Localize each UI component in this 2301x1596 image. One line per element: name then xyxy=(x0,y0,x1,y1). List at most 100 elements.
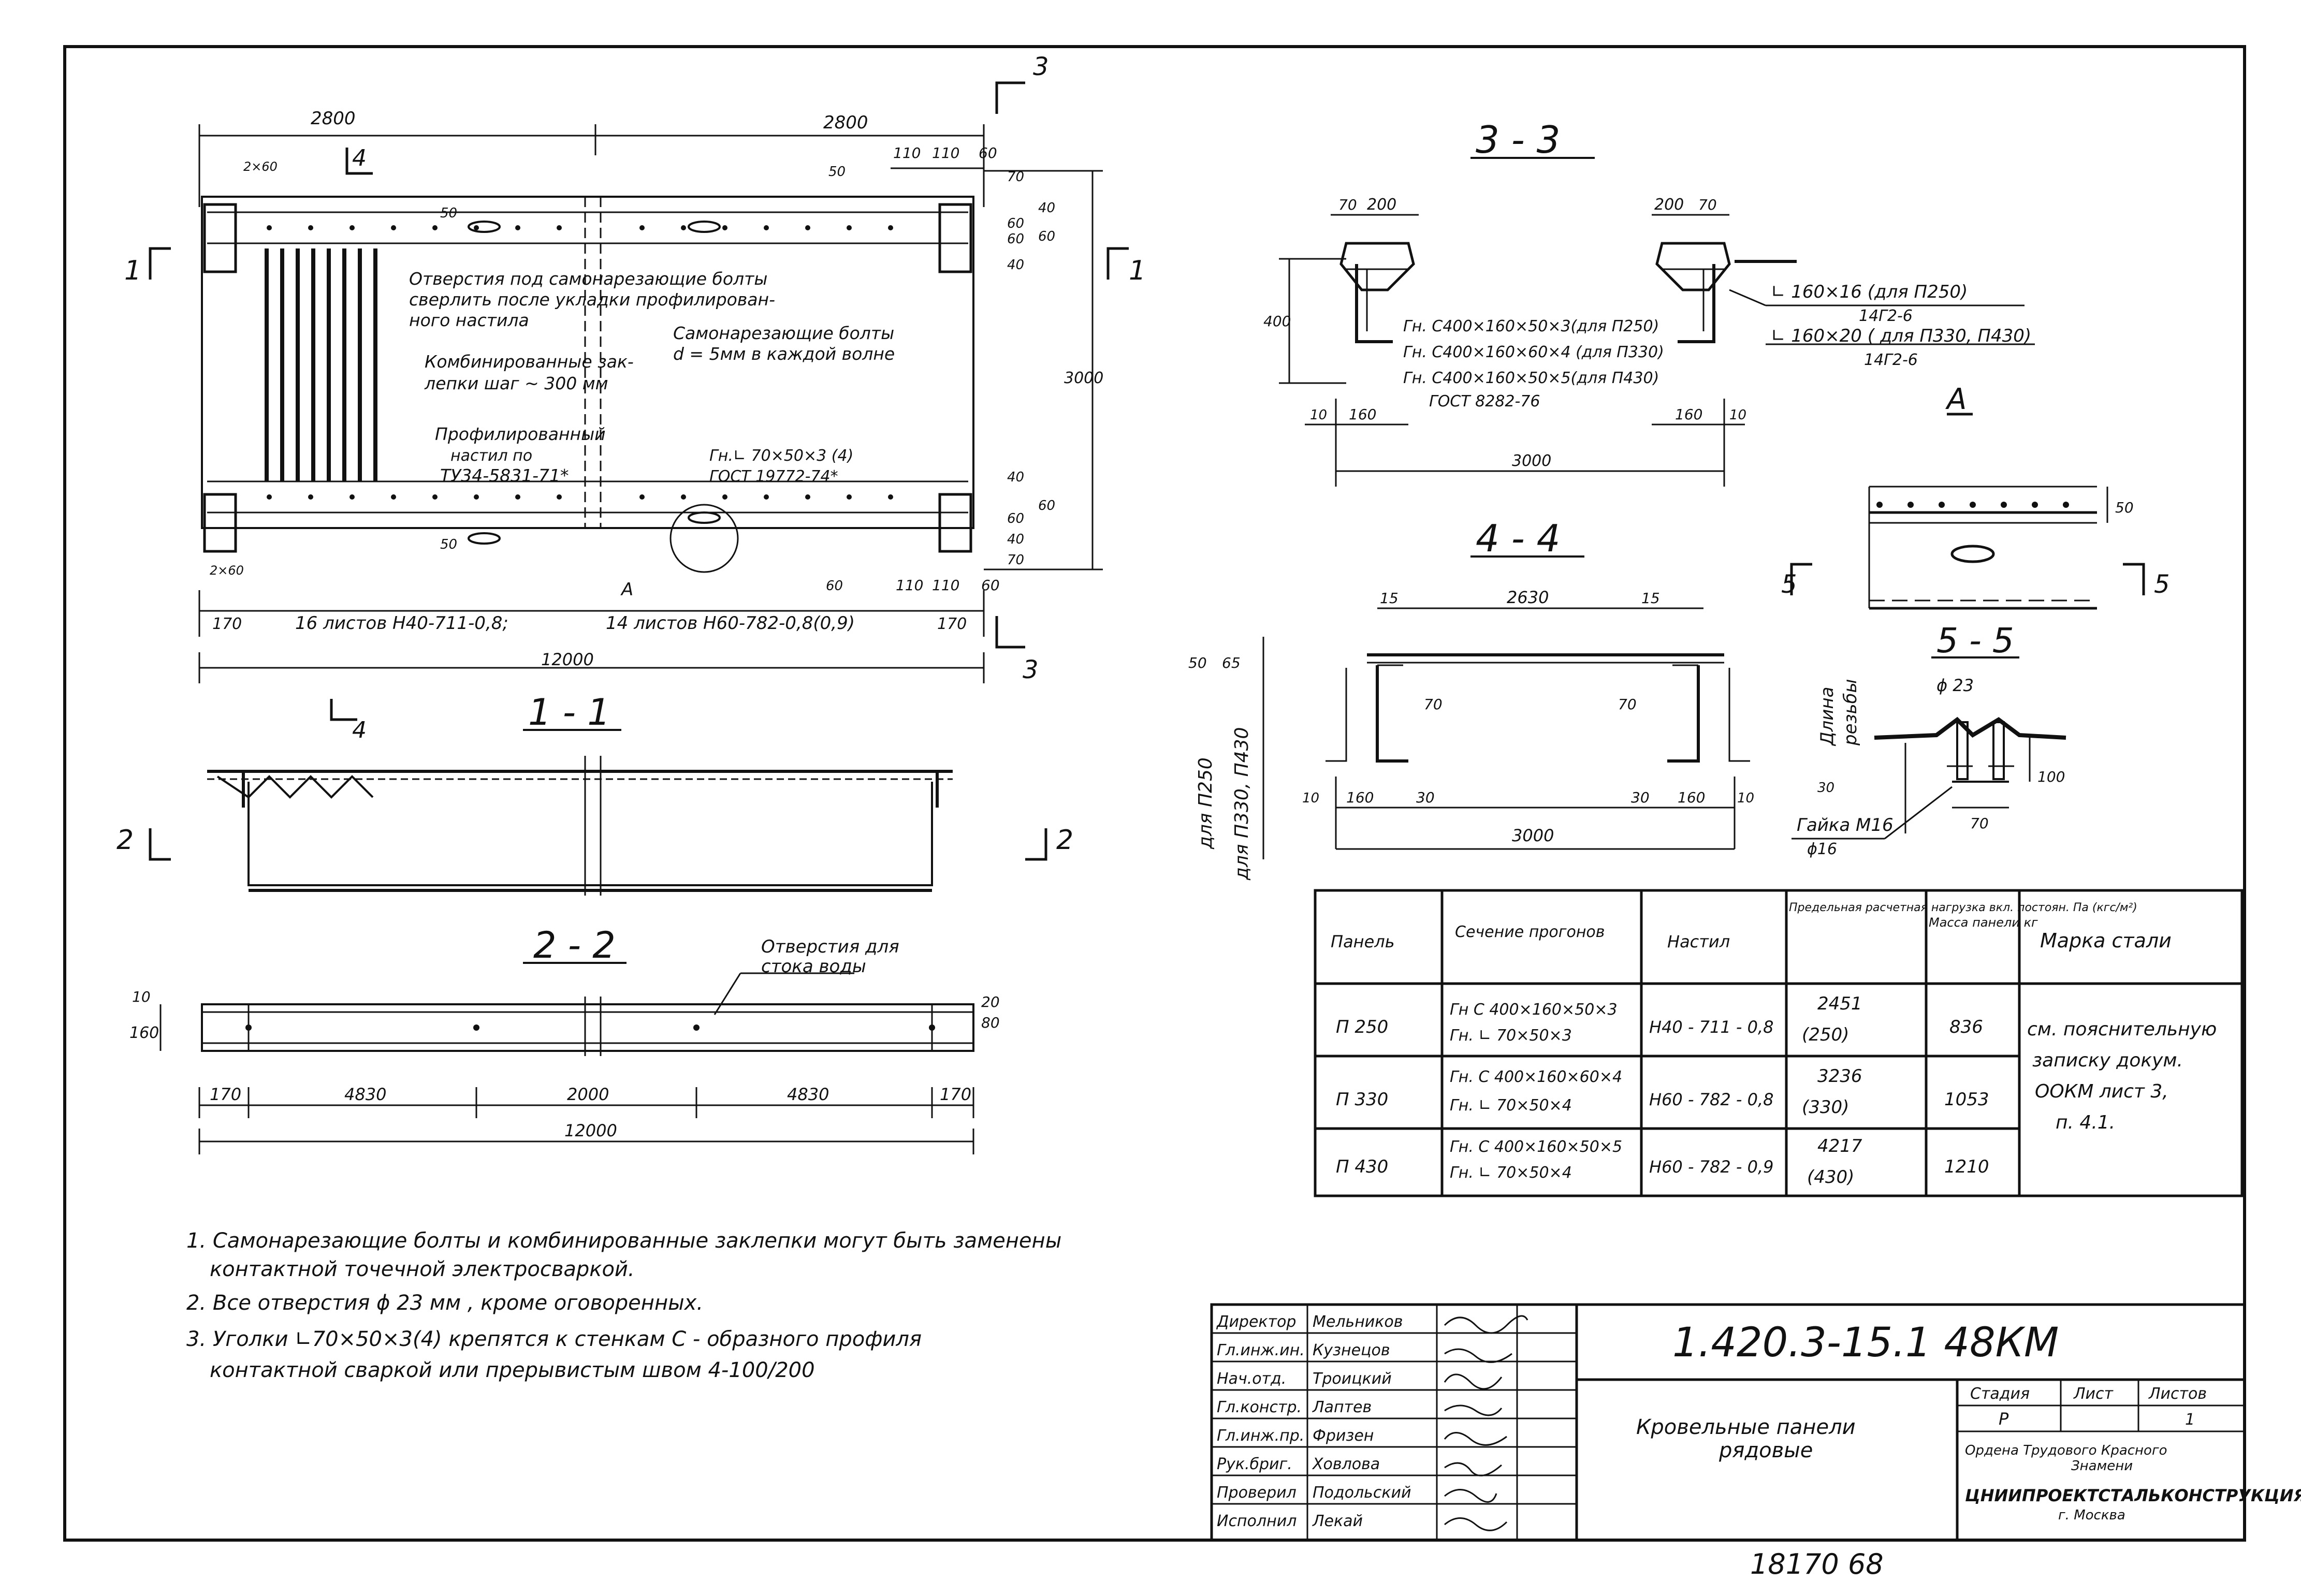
note-holes-2: сверлить после укладки профилирован- xyxy=(409,289,775,310)
section-3-3-labels: 3 - 3 70 200 200 70 400 10 160 160 10 30… xyxy=(1263,118,2031,470)
dim-60-low2: 60 xyxy=(1007,511,1024,526)
channel-1: Гн. С400×160×50×3(для П250) xyxy=(1403,317,1659,335)
dim-10-r-3-3: 10 xyxy=(1729,407,1746,423)
nut-label: Гайка М16 xyxy=(1797,815,1894,836)
footer-number: 18170 68 xyxy=(1750,1548,1884,1580)
th-section: Сечение прогонов xyxy=(1455,923,1605,941)
section-4-4-labels: 4 - 4 15 2630 15 50 65 70 70 для П250 дл… xyxy=(1188,517,1754,881)
row3-load-kgs: (430) xyxy=(1807,1167,1854,1188)
role-5: Рук.бриг. xyxy=(1217,1455,1292,1473)
dim-3000: 3000 xyxy=(1064,369,1103,387)
row3-section-2: Гн. ∟ 70×50×4 xyxy=(1450,1164,1572,1182)
dim-60-top: 60 xyxy=(979,144,997,162)
dim-2630: 2630 xyxy=(1507,588,1549,607)
doc-code: 1.420.3-15.1 48КМ xyxy=(1672,1320,2059,1366)
row3-deck: Н60 - 782 - 0,9 xyxy=(1649,1157,1774,1177)
th-steel: Марка стали xyxy=(2040,929,2172,952)
cut-4: 4 xyxy=(352,145,367,171)
steel-4: п. 4.1. xyxy=(2056,1112,2115,1133)
section-1-1-title: 1 - 1 xyxy=(528,691,610,734)
angle-1: ∟ 160×16 (для П250) xyxy=(1771,282,1968,302)
cut-1-left: 1 xyxy=(124,255,141,286)
dim-170-b: 170 xyxy=(940,1085,971,1104)
steel-3: ООКМ лист 3, xyxy=(2035,1081,2168,1102)
row1-load-pa: 2451 xyxy=(1817,993,1862,1014)
dim-70-low: 70 xyxy=(1007,552,1024,568)
dim-70-r-4-4: 70 xyxy=(1618,696,1637,713)
dim-65-4-4: 65 xyxy=(1222,654,1241,671)
note-deck-2: настил по xyxy=(450,447,532,465)
dim-12000-b: 12000 xyxy=(564,1121,617,1140)
dim-170-left: 170 xyxy=(212,615,242,633)
note-bolts-2: d = 5мм в каждой волне xyxy=(673,344,895,364)
section-2-2-note-1: Отверстия для xyxy=(761,936,899,957)
dim-170-right: 170 xyxy=(937,615,967,633)
dim-160-2-2: 160 xyxy=(129,1024,159,1042)
steel-1: см. пояснительную xyxy=(2027,1019,2217,1040)
section-5-5-title: 5 - 5 xyxy=(1936,621,2014,661)
th-deck: Настил xyxy=(1667,932,1730,951)
steel-2: записку докум. xyxy=(2032,1050,2183,1071)
row2-load-pa: 3236 xyxy=(1817,1066,1862,1087)
row1-load-kgs: (250) xyxy=(1802,1024,1849,1045)
dim-170-a: 170 xyxy=(210,1085,241,1104)
stage-value: Р xyxy=(1999,1409,2009,1429)
section-2-2-title: 2 - 2 xyxy=(533,924,616,967)
note-3-cont: контактной сваркой или прерывистым швом … xyxy=(210,1358,815,1382)
title-block xyxy=(1210,1303,2246,1542)
role-7: Исполнил xyxy=(1217,1512,1297,1530)
dim-60-b: 60 xyxy=(1038,229,1055,244)
dim-40-low2: 40 xyxy=(1007,532,1024,547)
dim-60-bot: 60 xyxy=(981,577,1000,594)
dim-80-2-2: 80 xyxy=(981,1014,1000,1031)
row2-deck: Н60 - 782 - 0,8 xyxy=(1649,1090,1774,1109)
dim-50-4-4: 50 xyxy=(1188,654,1207,671)
cut-1-right: 1 xyxy=(1129,255,1146,286)
section-3-3-title: 3 - 3 xyxy=(1476,118,1560,162)
dim-15-r-4-4: 15 xyxy=(1641,590,1660,607)
dim-50-c: 50 xyxy=(440,206,457,221)
note-rivets-1: Комбинированные зак- xyxy=(425,352,634,372)
for-p250: для П250 xyxy=(1195,757,1216,850)
dim-12000: 12000 xyxy=(541,650,594,669)
dim-30-l-4-4: 30 xyxy=(1416,789,1435,806)
row2-mass: 1053 xyxy=(1944,1089,1989,1110)
section-2-2-note-2: стока воды xyxy=(761,956,866,977)
general-notes: 1. Самонарезающие болты и комбинированны… xyxy=(186,1229,1061,1382)
th-panel: Панель xyxy=(1331,932,1395,951)
role-6: Проверил xyxy=(1217,1484,1297,1502)
note-3: 3. Уголки ∟70×50×3(4) крепятся к стенкам… xyxy=(186,1327,922,1351)
section-2-2-labels: 2 - 2 Отверстия для стока воды 10 160 80… xyxy=(129,924,1000,1140)
dim-d23: ϕ 23 xyxy=(1936,676,1974,695)
doc-title-2: рядовые xyxy=(1719,1439,1813,1462)
name-1: Кузнецов xyxy=(1313,1341,1390,1359)
org-4: г. Москва xyxy=(2058,1507,2125,1523)
section-1-1-labels: 1 - 1 2 2 4 xyxy=(116,691,1073,856)
dim-60-e: 60 xyxy=(826,578,843,594)
note-angle-1: Гн.∟ 70×50×3 (4) xyxy=(709,447,853,465)
dim-40-b: 40 xyxy=(1007,257,1024,273)
sheets-right: 14 листов Н60-782-0,8(0,9) xyxy=(606,613,855,634)
channel-2: Гн. С400×160×60×4 (для П330) xyxy=(1403,343,1664,361)
dim-2800-right: 2800 xyxy=(823,112,868,133)
dim-10-l-3-3: 10 xyxy=(1310,407,1327,423)
role-0: Директор xyxy=(1216,1313,1296,1331)
row1-mass: 836 xyxy=(1949,1017,1983,1037)
note-deck-1: Профилированный xyxy=(435,424,606,444)
dim-110-d: 110 xyxy=(932,577,959,594)
row3-load-pa: 4217 xyxy=(1817,1136,1862,1156)
angle-1-sub: 14Г2-6 xyxy=(1859,307,1913,325)
cut-4-b: 4 xyxy=(352,717,367,743)
title-block-text: Директор Гл.инж.ин. Нач.отд. Гл.констр. … xyxy=(1216,1313,2301,1531)
role-1: Гл.инж.ин. xyxy=(1217,1341,1305,1359)
dim-4830-a: 4830 xyxy=(344,1085,386,1104)
dim-20-2-2: 20 xyxy=(981,993,1000,1011)
dim-400-3-3: 400 xyxy=(1263,313,1291,330)
dim-2800-left: 2800 xyxy=(311,108,356,129)
for-p330: для П330, П430 xyxy=(1231,727,1253,881)
section-1-1 xyxy=(149,699,1047,896)
channel-gost: ГОСТ 8282-76 xyxy=(1429,392,1540,411)
note-1-cont: контактной точечной электросваркой. xyxy=(210,1257,635,1281)
dim-60-mid: 60 xyxy=(1007,231,1024,247)
